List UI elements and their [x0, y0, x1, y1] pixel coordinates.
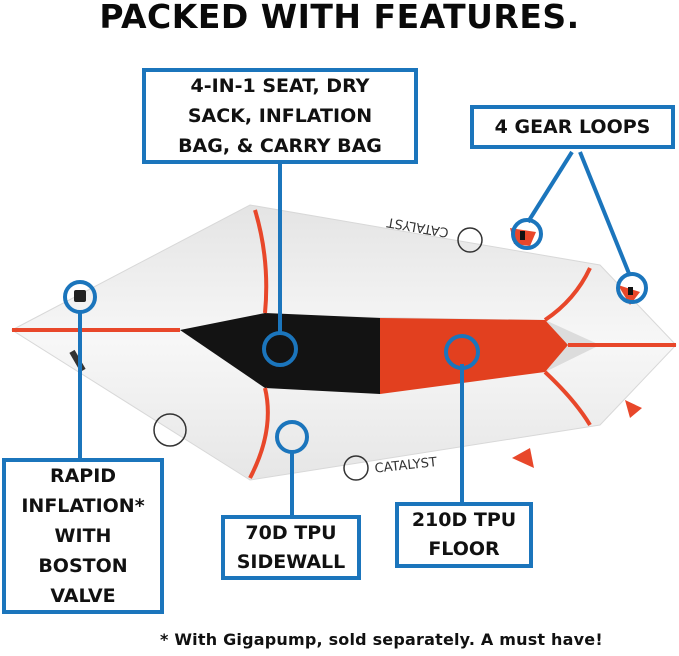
callout-floor: 210D TPU FLOOR — [395, 502, 533, 568]
seat-marker — [262, 331, 298, 367]
callout-sidewall-text: 70D TPU SIDEWALL — [236, 521, 346, 573]
callout-markers — [63, 218, 648, 454]
floor-marker — [444, 334, 480, 370]
callout-valve: RAPID INFLATION* WITH BOSTON VALVE — [2, 458, 164, 614]
valve-marker — [63, 280, 97, 314]
floor-area — [380, 318, 568, 394]
gear-loop-marker-2 — [616, 272, 648, 304]
callout-seat: 4-IN-1 SEAT, DRY SACK, INFLATION BAG, & … — [142, 68, 418, 164]
sidewall-marker — [275, 420, 309, 454]
callout-gear-loops-text: 4 GEAR LOOPS — [494, 116, 651, 138]
callout-connectors — [78, 150, 632, 516]
callout-seat-text: 4-IN-1 SEAT, DRY SACK, INFLATION BAG, & … — [178, 75, 382, 157]
page-title: PACKED WITH FEATURES. — [99, 0, 580, 36]
callout-floor-text: 210D TPU FLOOR — [411, 509, 517, 560]
seat-area — [180, 313, 380, 394]
footnote: * With Gigapump, sold separately. A must… — [160, 630, 603, 649]
callout-valve-text: RAPID INFLATION* WITH BOSTON VALVE — [21, 465, 145, 607]
callout-gear-loops: 4 GEAR LOOPS — [470, 105, 675, 149]
callout-sidewall: 70D TPU SIDEWALL — [221, 515, 361, 580]
gear-loop-marker-1 — [511, 218, 543, 250]
brand-mark-bottom: CATALYST — [374, 455, 438, 476]
